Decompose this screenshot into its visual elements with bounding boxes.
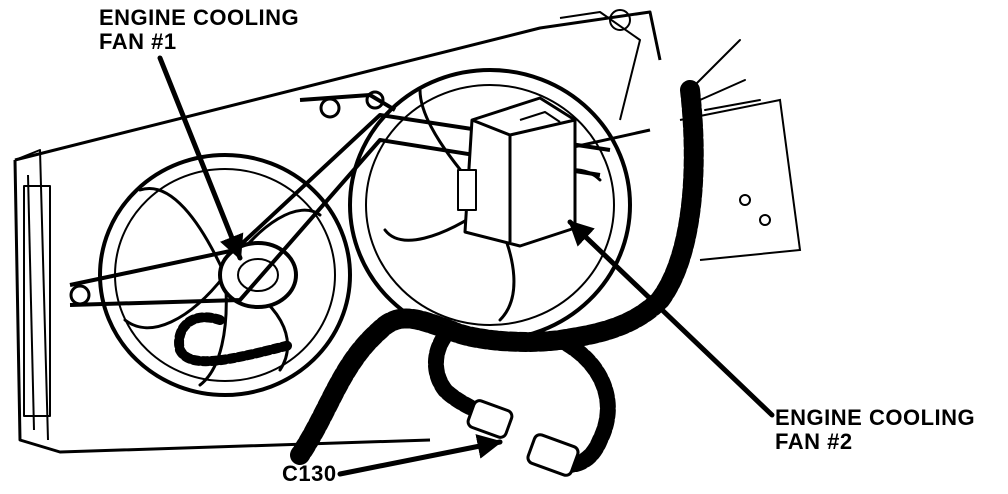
connector-callout: C130 <box>282 462 337 486</box>
fan-2-callout-line-1: ENGINE COOLING <box>775 405 976 430</box>
connector-c130 <box>466 399 580 477</box>
right-side-panel <box>679 98 802 261</box>
c130-leader-arrow <box>337 434 503 477</box>
fan-1-callout-line-1: ENGINE COOLING <box>99 5 300 30</box>
fan-1-callout: ENGINE COOLING FAN #1 <box>99 6 299 54</box>
fan-1-callout-line-2: FAN #1 <box>99 29 177 54</box>
leader-lines <box>157 55 775 477</box>
fan-2-callout: ENGINE COOLING FAN #2 <box>775 406 975 454</box>
radiator-frame <box>13 9 662 454</box>
fan-1-leader-arrow <box>157 55 244 261</box>
fan-2-callout-line-2: FAN #2 <box>775 429 853 454</box>
control-module <box>457 96 577 248</box>
connector-callout-label: C130 <box>282 461 337 486</box>
fan-2-leader-arrow <box>567 219 775 418</box>
